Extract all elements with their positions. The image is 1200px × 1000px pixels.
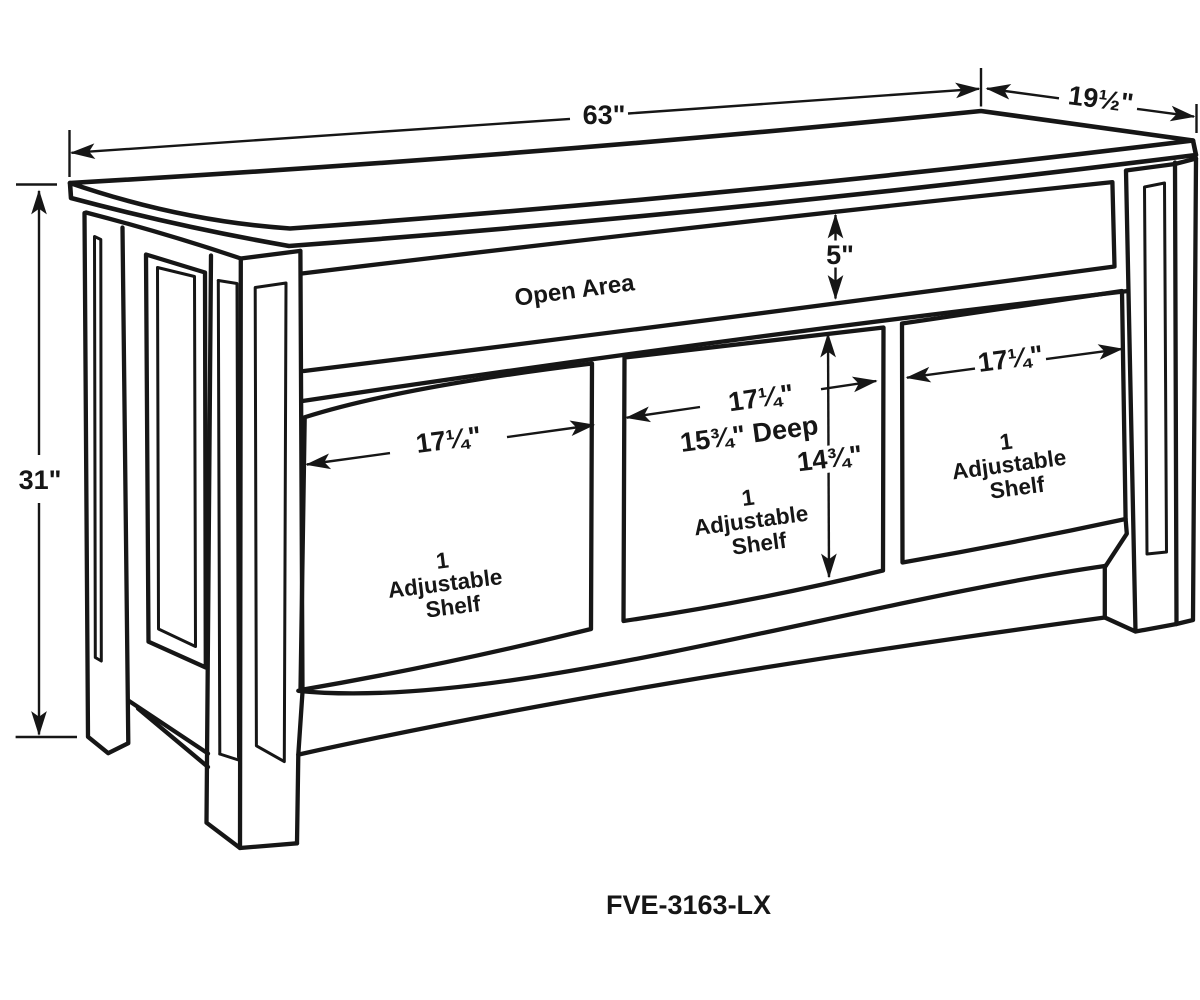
- svg-text:1: 1: [435, 548, 450, 574]
- svg-text:63": 63": [583, 100, 626, 130]
- svg-text:FVE-3163-LX: FVE-3163-LX: [606, 890, 771, 920]
- svg-text:5": 5": [826, 240, 854, 270]
- svg-text:31": 31": [19, 465, 62, 495]
- svg-text:1: 1: [998, 429, 1014, 455]
- svg-text:1: 1: [740, 485, 756, 511]
